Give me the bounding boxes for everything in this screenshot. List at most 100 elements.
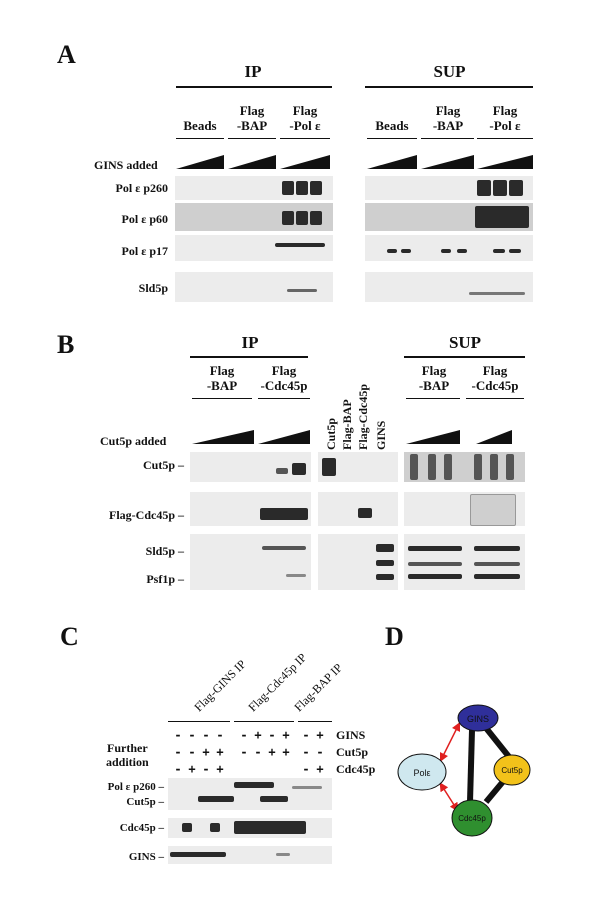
panel-b-marker-flag-cdc45p: Flag-Cdc45p [356, 384, 370, 450]
sign-cdc45p-1: - [174, 762, 182, 776]
panel-a-ip-group-beads: Beads [183, 118, 217, 133]
panel-c-ip-rule-2 [234, 721, 294, 722]
panel-a-ip-blot-p17 [175, 235, 333, 261]
sign-cut5p-5: - [240, 745, 248, 759]
panel-b-marker-gins: GINS [374, 420, 388, 450]
panel-a-row-label-p260: Pol ε p260 [115, 181, 168, 195]
panel-b-sup-blot-cut5p [404, 452, 525, 482]
sign-gins-8: + [282, 728, 290, 742]
node-gins [457, 704, 499, 732]
panel-a-ip-group-rule-3 [280, 138, 330, 139]
panel-d-interaction-diagram: GINS Polε Cut5p Cdc45p [397, 704, 531, 837]
panel-a-sup-wedge-1 [367, 155, 417, 169]
panel-b-sup-group-rule-2 [466, 398, 524, 399]
edge-gins-cut5 [483, 726, 513, 760]
panel-a-sup-group-rule-1 [367, 138, 417, 139]
panel-b-ip-group-flag-cdc45p: Flag -Cdc45p [260, 363, 308, 393]
panel-c-sign-label-cut5p: Cut5p [336, 745, 369, 759]
panel-c-row-label-cut5p-text: Cut5p [126, 796, 156, 808]
panel-b-letter: B [57, 330, 75, 359]
sign-gins-7: - [268, 728, 276, 742]
panel-d-letter: D [385, 622, 404, 651]
panel-b-marker-blot-flag-cdc45p [318, 492, 398, 526]
panel-b-ip-group-flag-bap: Flag -BAP [206, 363, 238, 393]
panel-c-sign-label-gins: GINS [336, 728, 366, 742]
panel-b-row-label-cut5p: Cut5p – [142, 458, 184, 472]
panel-b-cut5p-added-label: Cut5p added [100, 434, 167, 448]
sign-gins-5: - [240, 728, 248, 742]
panel-b-sup-rule [404, 356, 525, 358]
sign-cut5p-3: + [202, 745, 210, 759]
panel-c-sign-label-cdc45p: Cdc45p [336, 762, 376, 776]
panel-a-sup-group-rule-2 [421, 138, 474, 139]
panel-b-row-label-sld5p-text: Sld5p [145, 544, 175, 558]
panel-b-sup-wedge-2 [476, 430, 512, 444]
panel-b-ip-blot-sld5p-psf1p [190, 534, 311, 590]
sign-gins-3: - [202, 728, 210, 742]
panel-a-row-label-p17: Pol ε p17 [121, 244, 168, 258]
panel-b-sup-wedge-1 [406, 430, 460, 444]
panel-a-row-label-sld5p: Sld5p [138, 281, 168, 295]
sign-gins-2: - [188, 728, 196, 742]
panel-a-ip-group-flag-pol: Flag -Pol ε [289, 103, 321, 133]
sign-cut5p-9: - [302, 745, 310, 759]
panel-c-row-label-cut5p: Cut5p – [126, 796, 164, 808]
panel-b-ip-group-rule-2 [258, 398, 310, 399]
panel-a-sup-rule [365, 86, 533, 88]
panel-b-ip-header: IP [241, 333, 259, 352]
panel-b-ip-blot-flag-cdc45p [190, 492, 311, 526]
panel-c-further-addition-label: Further addition [106, 741, 149, 769]
edge-pol-gins-arrow [439, 721, 461, 763]
sign-cut5p-7: + [268, 745, 276, 759]
panel-a-row-label-p60: Pol ε p60 [121, 212, 168, 226]
edge-pol-cdc45-arrow [439, 782, 459, 812]
panel-a-ip-group-rule-2 [228, 138, 276, 139]
panel-b-row-label-sld5p: Sld5p – [145, 544, 184, 558]
panel-a-sup-group-flag-pol: Flag -Pol ε [489, 103, 521, 133]
panel-b-ip-blot-cut5p [190, 452, 311, 482]
panel-a-sup-wedge-3 [477, 155, 533, 169]
panel-a-sup-wedge-2 [421, 155, 474, 169]
panel-a-ip-group-flag-bap: Flag -BAP [236, 103, 268, 133]
panel-c-ip-rule-3 [298, 721, 332, 722]
panel-b-row-label-psf1p-text: Psf1p [146, 572, 175, 586]
sign-gins-10: + [316, 728, 324, 742]
panel-b-marker-blot-cut5p [318, 452, 398, 482]
sign-cut5p-1: - [174, 745, 182, 759]
panel-c-ip-label-gins: Flag-GINS IP [191, 657, 249, 715]
panel-a-sup-group-flag-bap: Flag -BAP [432, 103, 464, 133]
panel-c-letter: C [60, 622, 79, 651]
sign-gins-6: + [254, 728, 262, 742]
panel-c-row-label-gins: GINS – [128, 851, 164, 863]
node-pol [397, 753, 447, 791]
panel-a-sup-blot-sld5p [365, 272, 533, 302]
sign-cdc45p-2: + [188, 762, 196, 776]
panel-a-sup-blot-p17 [365, 235, 533, 261]
node-gins-label: GINS [467, 714, 489, 724]
node-cut5-label: Cut5p [501, 766, 523, 775]
panel-a-sup-group-rule-3 [477, 138, 533, 139]
panel-c-row-label-cdc45p-text: Cdc45p [119, 822, 156, 834]
panel-a-ip-wedge-2 [228, 155, 276, 169]
panel-b-marker-cut5p: Cut5p [324, 417, 338, 450]
panel-c-blot-cdc45p [168, 818, 332, 838]
sign-cut5p-10: - [316, 745, 324, 759]
panel-a-ip-blot-p60 [175, 203, 333, 231]
sign-cdc45p-9: - [302, 762, 310, 776]
panel-b-row-label-flag-cdc45p-text: Flag-Cdc45p [109, 508, 175, 522]
sign-cdc45p-4: + [216, 762, 224, 776]
panel-b-marker-flag-bap: Flag-BAP [340, 399, 354, 450]
panel-b-ip-wedge-1 [192, 430, 254, 444]
panel-c-blot-gins [168, 846, 332, 864]
panel-a-ip-blot-p260 [175, 176, 333, 200]
panel-a-ip-wedge-1 [176, 155, 224, 169]
node-cdc45-label: Cdc45p [458, 814, 486, 823]
panel-a-ip-blot-sld5p [175, 272, 333, 302]
panel-a-letter: A [57, 40, 76, 69]
panel-b-marker-blot-gins [318, 534, 398, 590]
panel-b-sup-group-rule-1 [406, 398, 460, 399]
panel-b-row-label-cut5p-text: Cut5p [142, 458, 175, 472]
panel-c-blot-p260-cut5p [168, 778, 332, 810]
panel-b-sup-header: SUP [448, 333, 482, 352]
panel-c-row-label-cdc45p: Cdc45p – [119, 822, 164, 834]
